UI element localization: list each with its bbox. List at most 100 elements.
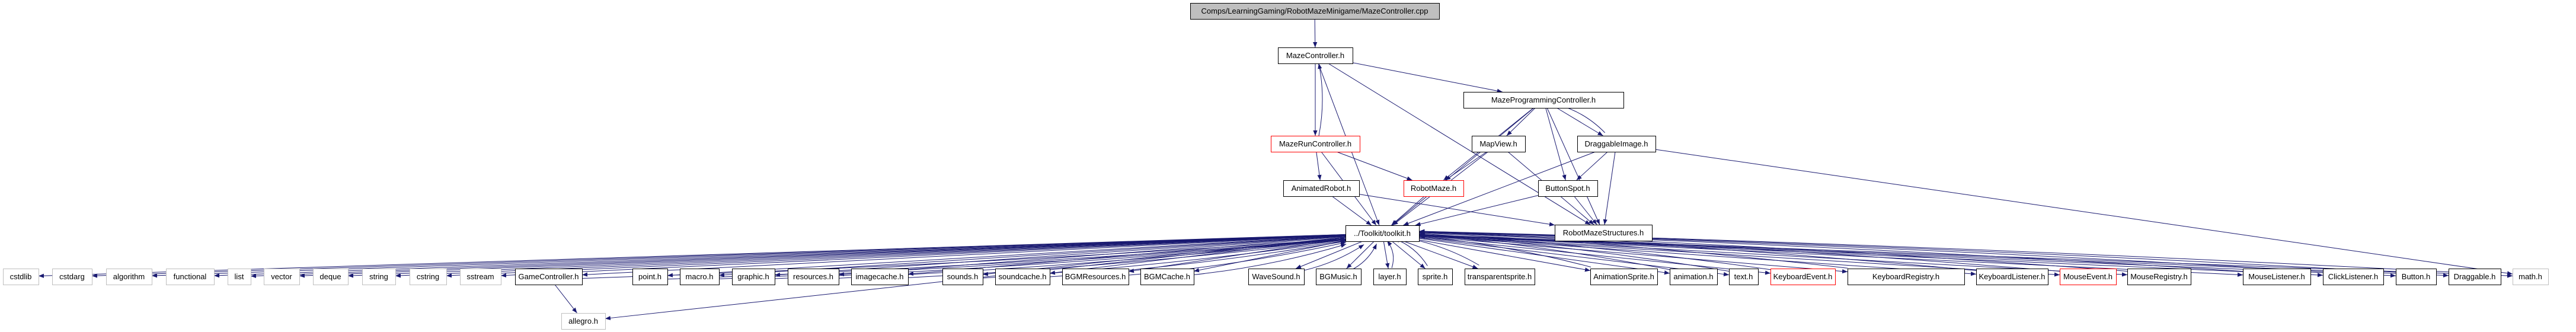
node-macro[interactable]: macro.h [680, 269, 720, 285]
edge-toolkit-to-keyboard-listener [1418, 235, 1977, 276]
node-mouse-event[interactable]: MouseEvent.h [2060, 269, 2117, 285]
node-box [264, 269, 300, 285]
node-label: vector [271, 272, 292, 281]
node-layer[interactable]: layer.h [1373, 269, 1407, 285]
node-label: BGMResources.h [1065, 272, 1126, 281]
node-box [1316, 269, 1361, 285]
edge-maze-controller-to-robot-maze-structures [1328, 63, 1591, 225]
node-click-listener[interactable]: ClickListener.h [2323, 269, 2384, 285]
edge-button-spot-to-toolkit [1415, 195, 1539, 226]
node-label: algorithm [113, 272, 145, 281]
node-label: animation.h [1673, 272, 1713, 281]
node-box [1472, 136, 1526, 152]
node-robot-maze-structures[interactable]: RobotMazeStructures.h [1555, 225, 1653, 241]
node-box [1729, 269, 1759, 285]
edge-draggable-image-to-math [1655, 149, 2513, 276]
edge-toolkit-to-wave-sound [1295, 241, 1363, 269]
node-soundcache[interactable]: soundcache.h [995, 269, 1050, 285]
edge-keyboard-event-to-toolkit [1419, 231, 1771, 270]
node-imagecache[interactable]: imagecache.h [851, 269, 909, 285]
node-box [1404, 180, 1464, 197]
node-maze-programming-controller[interactable]: MazeProgrammingController.h [1463, 92, 1624, 108]
node-maze-controller[interactable]: MazeController.h [1278, 47, 1353, 64]
node-label: math.h [2519, 272, 2542, 281]
node-maze-run-controller[interactable]: MazeRunController.h [1271, 136, 1360, 152]
node-cstdarg: cstdarg [52, 269, 92, 285]
node-vector: vector [264, 269, 300, 285]
node-label: MazeController.h [1286, 51, 1344, 60]
node-animation[interactable]: animation.h [1670, 269, 1718, 285]
node-box [1248, 269, 1305, 285]
node-label: layer.h [1378, 272, 1401, 281]
node-text[interactable]: text.h [1729, 269, 1759, 285]
edge-mouse-listener-to-toolkit [1419, 229, 2243, 272]
node-button-spot[interactable]: ButtonSpot.h [1538, 180, 1598, 197]
node-label: MouseEvent.h [2063, 272, 2112, 281]
node-button[interactable]: Button.h [2396, 269, 2437, 285]
edge-maze-programming-controller-to-robot-maze-structures [1546, 107, 1600, 225]
node-box [3, 269, 39, 285]
node-box [1590, 269, 1658, 285]
edge-toolkit-to-layer [1383, 241, 1390, 269]
node-box [52, 269, 92, 285]
node-wave-sound[interactable]: WaveSound.h [1248, 269, 1305, 285]
node-draggable-image[interactable]: DraggableImage.h [1577, 136, 1656, 152]
edge-wave-sound-to-toolkit [1297, 244, 1364, 273]
node-label: macro.h [686, 272, 714, 281]
node-graphic[interactable]: graphic.h [732, 269, 775, 285]
node-transparentsprite[interactable]: transparentsprite.h [1465, 269, 1535, 285]
node-cstdlib: cstdlib [3, 269, 39, 285]
node-box [2060, 269, 2117, 285]
node-keyboard-listener[interactable]: KeyboardListener.h [1976, 269, 2048, 285]
node-allegro: allegro.h [561, 313, 606, 330]
node-mouse-registry[interactable]: MouseRegistry.h [2127, 269, 2191, 285]
node-box [313, 269, 349, 285]
edge-sprite-to-toolkit [1394, 238, 1428, 266]
node-box [1555, 225, 1653, 241]
node-box [1271, 136, 1360, 152]
node-mouse-listener[interactable]: MouseListener.h [2243, 269, 2311, 285]
edge-keyboard-registry-to-toolkit [1419, 231, 1848, 269]
node-box [851, 269, 909, 285]
node-bgmusic[interactable]: BGMusic.h [1316, 269, 1361, 285]
node-label: sounds.h [947, 272, 979, 281]
node-keyboard-event[interactable]: KeyboardEvent.h [1770, 269, 1836, 285]
edge-resources-to-toolkit [839, 238, 1346, 279]
node-toolkit[interactable]: ../Toolkit/toolkit.h [1345, 225, 1420, 242]
node-bgmcache[interactable]: BGMCache.h [1140, 269, 1194, 285]
edge-toolkit-to-vector [299, 234, 1346, 278]
node-label: text.h [1734, 272, 1753, 281]
node-algorithm: algorithm [106, 269, 152, 285]
edge-game-controller-to-allegro [554, 284, 577, 314]
node-box [1345, 225, 1420, 242]
edge-map-view-to-robot-maze [1444, 151, 1487, 181]
node-draggable[interactable]: Draggable.h [2449, 269, 2501, 285]
node-bgmresources[interactable]: BGMResources.h [1062, 269, 1129, 285]
node-label: DraggableImage.h [1585, 139, 1648, 148]
node-label: RobotMazeStructures.h [1563, 228, 1644, 237]
node-sounds[interactable]: sounds.h [942, 269, 983, 285]
edge-toolkit-to-sstream [500, 234, 1346, 278]
node-robot-maze[interactable]: RobotMaze.h [1404, 180, 1464, 197]
node-point[interactable]: point.h [632, 269, 668, 285]
node-label: MazeRunController.h [1279, 139, 1351, 148]
node-list: list [228, 269, 251, 285]
node-animation-sprite[interactable]: AnimationSprite.h [1590, 269, 1658, 285]
node-box [942, 269, 983, 285]
node-sprite[interactable]: sprite.h [1418, 269, 1453, 285]
node-map-view[interactable]: MapView.h [1472, 136, 1526, 152]
node-animated-robot[interactable]: AnimatedRobot.h [1283, 180, 1360, 197]
node-label: list [235, 272, 244, 281]
edge-toolkit-to-bgmusic [1346, 241, 1375, 269]
node-box [1770, 269, 1836, 285]
edge-toolkit-to-mouse-listener [1418, 234, 2243, 277]
node-resources[interactable]: resources.h [788, 269, 839, 285]
edge-maze-programming-controller-to-draggable-image [1557, 107, 1603, 136]
edge-maze-run-controller-to-animated-robot [1316, 151, 1322, 181]
node-game-controller[interactable]: GameController.h [515, 269, 583, 285]
node-box [1848, 269, 1965, 285]
node-label: cstdarg [59, 272, 85, 281]
node-keyboard-registry[interactable]: KeyboardRegistry.h [1848, 269, 1965, 285]
node-label: MouseListener.h [2248, 272, 2305, 281]
node-box [1465, 269, 1535, 285]
